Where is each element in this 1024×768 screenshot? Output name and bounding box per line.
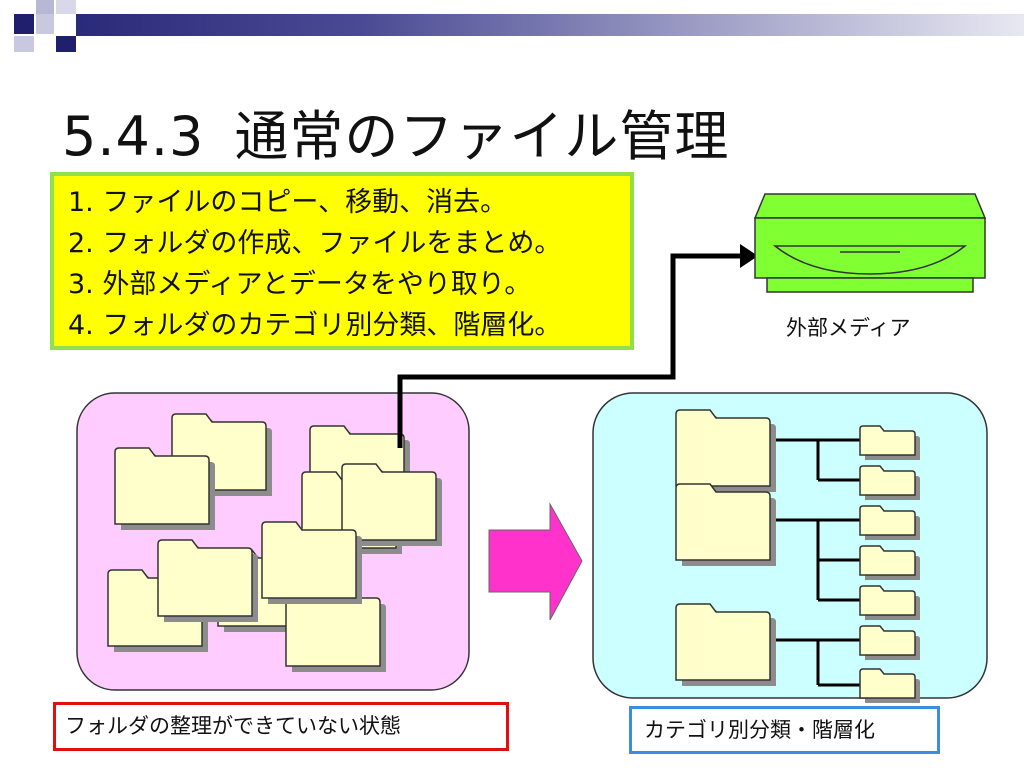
header-gradient-bar [76, 14, 1024, 36]
task-item: 1. ファイルのコピー、移動、消去。 [68, 187, 508, 218]
corner-square-dark [56, 36, 76, 52]
title-text: 通常のファイル管理 [234, 105, 730, 168]
folder-icon [341, 463, 443, 547]
media-connector-line [397, 253, 742, 448]
external-drive-icon [753, 193, 987, 293]
task-item: 4. フォルダのカテゴリ別分類、階層化。 [68, 310, 562, 341]
categorized-hierarchy-label: カテゴリ別分類・階層化 [629, 706, 940, 754]
folder-icon [261, 521, 363, 605]
task-item: 3. 外部メディアとデータをやり取り。 [68, 269, 532, 300]
corner-square-dark [14, 14, 34, 34]
right-arrow-icon [488, 502, 583, 621]
folder-icon [157, 539, 259, 623]
corner-square-light [14, 36, 34, 52]
task-item: 2. フォルダの作成、ファイルをまとめ。 [68, 228, 562, 259]
tree-connectors [771, 438, 860, 687]
slide-title: 5.4.3 通常のファイル管理 [62, 92, 729, 171]
folder-icon [675, 483, 777, 567]
folder-icon [675, 603, 777, 687]
section-number: 5.4.3 [62, 105, 205, 168]
unorganized-state-label: フォルダの整理ができていない状態 [53, 702, 509, 751]
subfolder-icon [859, 668, 921, 704]
external-media-label: 外部メディア [786, 316, 911, 340]
task-list-box: 1. ファイルのコピー、移動、消去。 2. フォルダの作成、ファイルをまとめ。 … [50, 172, 634, 350]
corner-square-light [56, 0, 76, 14]
subfolder-icon [859, 425, 921, 461]
subfolder-icon [859, 465, 921, 501]
subfolder-icon [859, 545, 921, 581]
folder-icon [114, 447, 216, 531]
media-arrowhead [740, 244, 758, 268]
corner-square-light [36, 14, 54, 34]
subfolder-icon [859, 505, 921, 541]
subfolder-icon [859, 625, 921, 661]
corner-square-light [36, 0, 54, 14]
subfolder-icon [859, 585, 921, 621]
folder-icon [675, 409, 777, 493]
